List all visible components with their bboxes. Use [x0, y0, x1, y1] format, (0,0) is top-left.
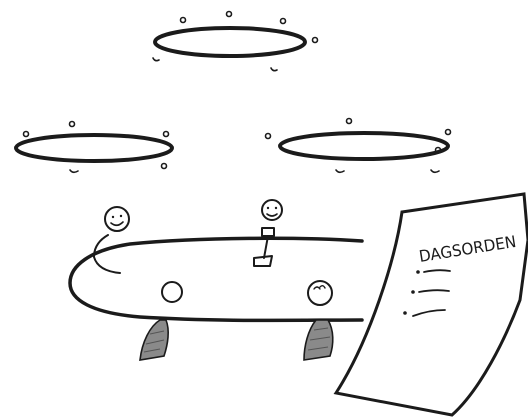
small-table-left: [16, 122, 172, 173]
small-table-top: [153, 12, 318, 71]
chair-front-left-icon: [140, 320, 168, 360]
person-front-right-icon: [308, 281, 332, 305]
person-middle-icon: [262, 200, 282, 220]
person-front-left-icon: [162, 282, 182, 302]
chair-front-right-icon: [304, 320, 333, 360]
agenda-document-icon: DAGSORDEN: [336, 194, 528, 415]
meeting-table-icon: [70, 238, 362, 320]
microphone-icon: [254, 228, 274, 266]
person-left-icon: [94, 207, 129, 273]
small-table-right: [266, 119, 451, 173]
